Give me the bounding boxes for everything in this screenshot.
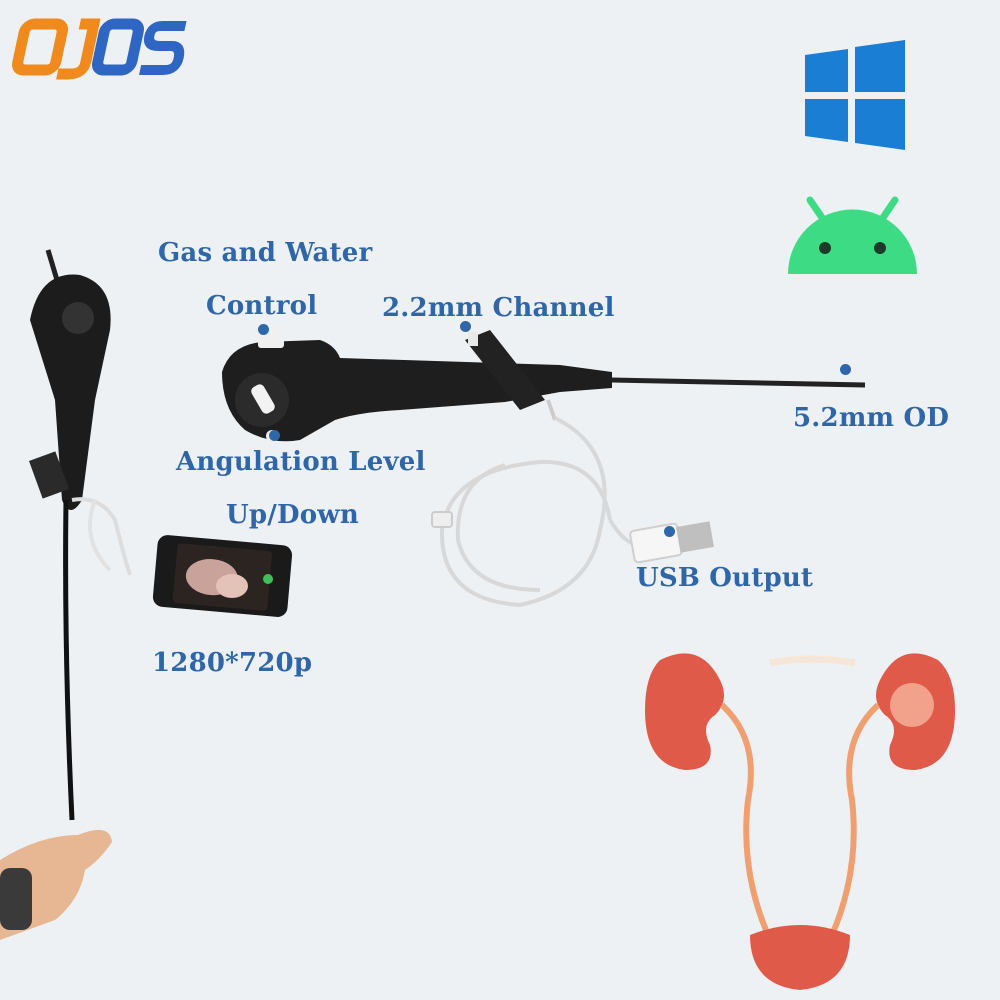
- od-callout-dot: [840, 364, 851, 375]
- usb-label: USB Output: [636, 563, 814, 593]
- brand-logo: [11, 18, 187, 80]
- usb-cable: [431, 416, 641, 608]
- usb-callout-dot: [664, 526, 675, 537]
- gas-water-label-line1: Gas and Water: [158, 238, 373, 268]
- smartphone: [152, 535, 293, 617]
- gas-water-callout-dot: [258, 324, 269, 335]
- angulation-label-line1: Angulation Level: [176, 447, 426, 477]
- channel-callout-dot: [460, 321, 471, 332]
- gas-water-label-line2: Control: [206, 291, 318, 321]
- hand: [0, 829, 112, 940]
- resolution-label: 1280*720p: [152, 648, 313, 678]
- urinary-system-illustration: [645, 653, 955, 990]
- vertical-endoscope: [29, 249, 132, 821]
- channel-label: 2.2mm Channel: [382, 293, 615, 323]
- od-label: 5.2mm OD: [793, 403, 950, 433]
- angulation-label-line2: Up/Down: [226, 500, 359, 530]
- android-logo-icon: [788, 196, 917, 274]
- windows-logo-icon: [805, 40, 905, 150]
- horizontal-endoscope: [222, 326, 866, 442]
- angulation-callout-dot: [269, 430, 280, 441]
